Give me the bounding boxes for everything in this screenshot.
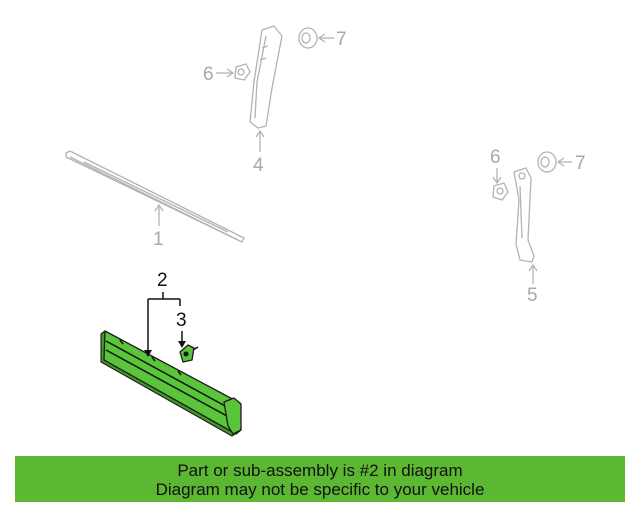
part-7-nut-upper bbox=[298, 27, 318, 49]
part-6-clip-upper bbox=[234, 63, 251, 81]
callout-2-label: 2 bbox=[157, 270, 168, 291]
callout-2: 2 bbox=[144, 270, 181, 357]
callout-4: 4 bbox=[253, 129, 265, 176]
callout-5-label: 5 bbox=[527, 285, 538, 306]
part-5-pillar-trim bbox=[513, 167, 535, 263]
part-6-clip-lower bbox=[492, 182, 509, 201]
callout-3-label: 3 bbox=[176, 310, 187, 331]
callout-3: 3 bbox=[176, 310, 187, 348]
parts-diagram: 4 6 7 1 5 bbox=[65, 25, 586, 437]
banner-line-1: Part or sub-assembly is #2 in diagram bbox=[177, 461, 463, 480]
callout-7-lower: 7 bbox=[556, 153, 586, 174]
part-3-clip bbox=[179, 344, 199, 363]
callout-6-lower-label: 6 bbox=[490, 147, 501, 168]
part-2-side-moulding bbox=[100, 330, 242, 437]
callout-7-lower-label: 7 bbox=[575, 153, 586, 174]
callout-1-label: 1 bbox=[153, 229, 164, 250]
callout-4-label: 4 bbox=[253, 155, 264, 176]
callout-6-upper-label: 6 bbox=[203, 64, 214, 85]
info-banner: Part or sub-assembly is #2 in diagram Di… bbox=[15, 456, 625, 502]
part-7-nut-lower bbox=[537, 151, 557, 173]
callout-5: 5 bbox=[527, 263, 538, 306]
callout-1: 1 bbox=[153, 203, 164, 250]
part-1-moulding bbox=[65, 150, 245, 243]
banner-line-2: Diagram may not be specific to your vehi… bbox=[155, 480, 485, 499]
part-4-pillar-trim bbox=[249, 25, 283, 129]
callout-7-upper-label: 7 bbox=[336, 29, 347, 50]
callout-6-lower: 6 bbox=[490, 147, 502, 185]
callout-7-upper: 7 bbox=[317, 29, 347, 50]
callout-6-upper: 6 bbox=[203, 64, 235, 85]
